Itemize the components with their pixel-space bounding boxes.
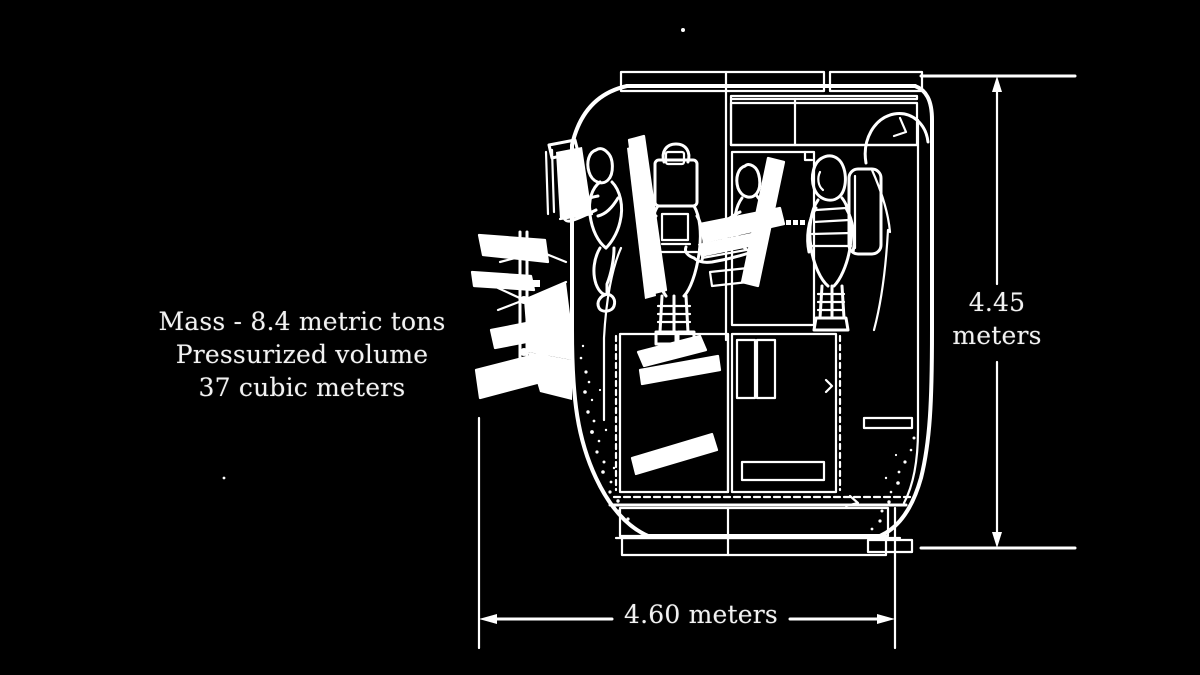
specifications-block: Mass - 8.4 metric tons Pressurized volum… — [152, 305, 452, 404]
spec-line-volume-label: Pressurized volume — [175, 340, 429, 369]
pressure-tank-dome — [863, 112, 930, 234]
crew-restraint-bars — [627, 134, 668, 299]
stowed-plss-backpack — [847, 167, 883, 256]
dimension-horizontal-4-60 — [477, 416, 897, 650]
landing-truss-assembly — [470, 230, 572, 400]
dimension-vertical-value: 4.45 — [968, 288, 1026, 317]
upper-equipment-rack — [619, 70, 924, 342]
dimension-vertical-unit: meters — [952, 321, 1042, 350]
dimension-vertical-label: 4.45 meters — [937, 286, 1057, 352]
crew-member-suited-right — [806, 154, 856, 332]
cabin-inner-wall — [602, 118, 920, 505]
lower-deck-stowage — [614, 332, 842, 494]
scan-artifact-speck — [681, 28, 685, 32]
right-wall-panel — [862, 228, 914, 430]
spec-line-mass: Mass - 8.4 metric tons — [158, 307, 446, 336]
dimension-vertical-4-45 — [919, 74, 1077, 550]
spec-line-volume-value: 37 cubic meters — [198, 373, 406, 402]
dimension-horizontal-label: 4.60 meters — [624, 600, 778, 629]
seat-couch-frame — [698, 156, 786, 288]
scan-artifact-speck-2 — [222, 476, 226, 480]
base-deck-structure — [608, 494, 914, 557]
heat-shield-texture — [579, 344, 916, 531]
forward-console — [544, 138, 594, 221]
crew-member-at-console — [562, 147, 624, 313]
